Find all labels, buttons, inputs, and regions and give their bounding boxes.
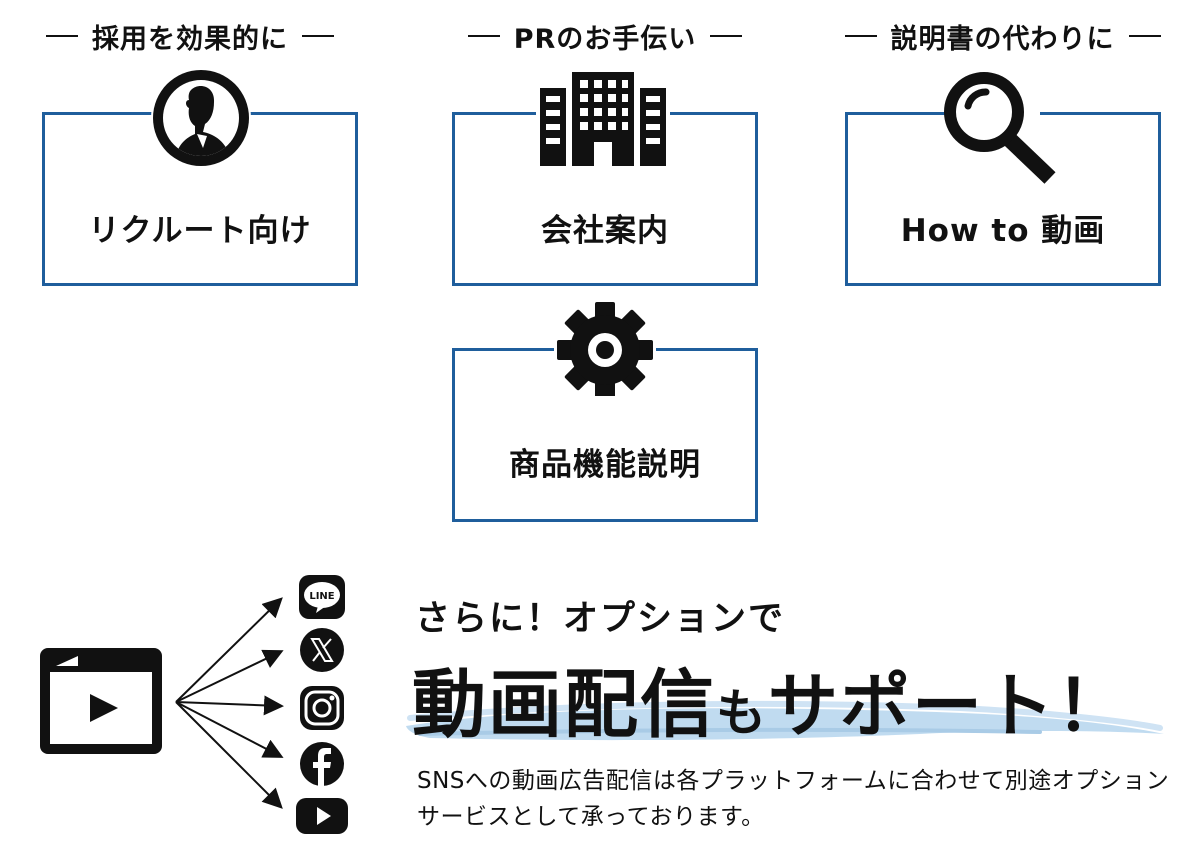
heading-text: PRのお手伝い <box>513 23 697 55</box>
heading-dash-left <box>46 35 78 37</box>
magnifier-icon <box>944 72 1060 184</box>
card-label: リクルート向け <box>88 213 312 249</box>
heading-pr: PRのお手伝い <box>445 14 765 58</box>
card-label: 商品機能説明 <box>509 447 701 483</box>
headline-main-part2: も <box>716 684 768 742</box>
video-player-icon <box>40 648 162 754</box>
instagram-icon[interactable] <box>296 686 348 730</box>
heading-text: 採用を効果的に <box>92 23 288 55</box>
card-label: 会社案内 <box>541 213 669 249</box>
heading-dash-left <box>467 35 500 37</box>
heading-dash-left <box>844 35 877 37</box>
heading-recruit: 採用を効果的に <box>30 14 350 58</box>
headline-main-part1: 動画配信 <box>412 662 716 748</box>
line-icon[interactable]: LINE <box>296 575 348 619</box>
distribution-arrows <box>175 597 284 809</box>
heading-dash-right <box>710 35 743 37</box>
person-portrait-icon <box>151 68 251 168</box>
facebook-icon[interactable] <box>296 742 348 786</box>
youtube-icon[interactable] <box>296 796 348 836</box>
gear-icon <box>550 300 660 396</box>
heading-manual: 説明書の代わりに <box>825 14 1180 58</box>
description-text: SNSへの動画広告配信は各プラットフォームに合わせて別途オプションサービスとして… <box>417 768 1170 830</box>
brush-stroke-decoration <box>406 700 1164 741</box>
heading-dash-right <box>1128 35 1161 37</box>
x-icon[interactable] <box>296 628 348 672</box>
line-icon-text: LINE <box>309 591 334 602</box>
heading-text: 説明書の代わりに <box>890 23 1115 55</box>
headline-sub: さらに！オプションで <box>415 599 786 639</box>
headline-main-part3: サポート！ <box>768 665 1128 747</box>
office-building-icon <box>536 70 670 166</box>
card-label: How to 動画 <box>900 213 1106 249</box>
headline-main: 動画配信もサポート！ <box>412 645 1128 752</box>
heading-dash-right <box>302 35 334 37</box>
